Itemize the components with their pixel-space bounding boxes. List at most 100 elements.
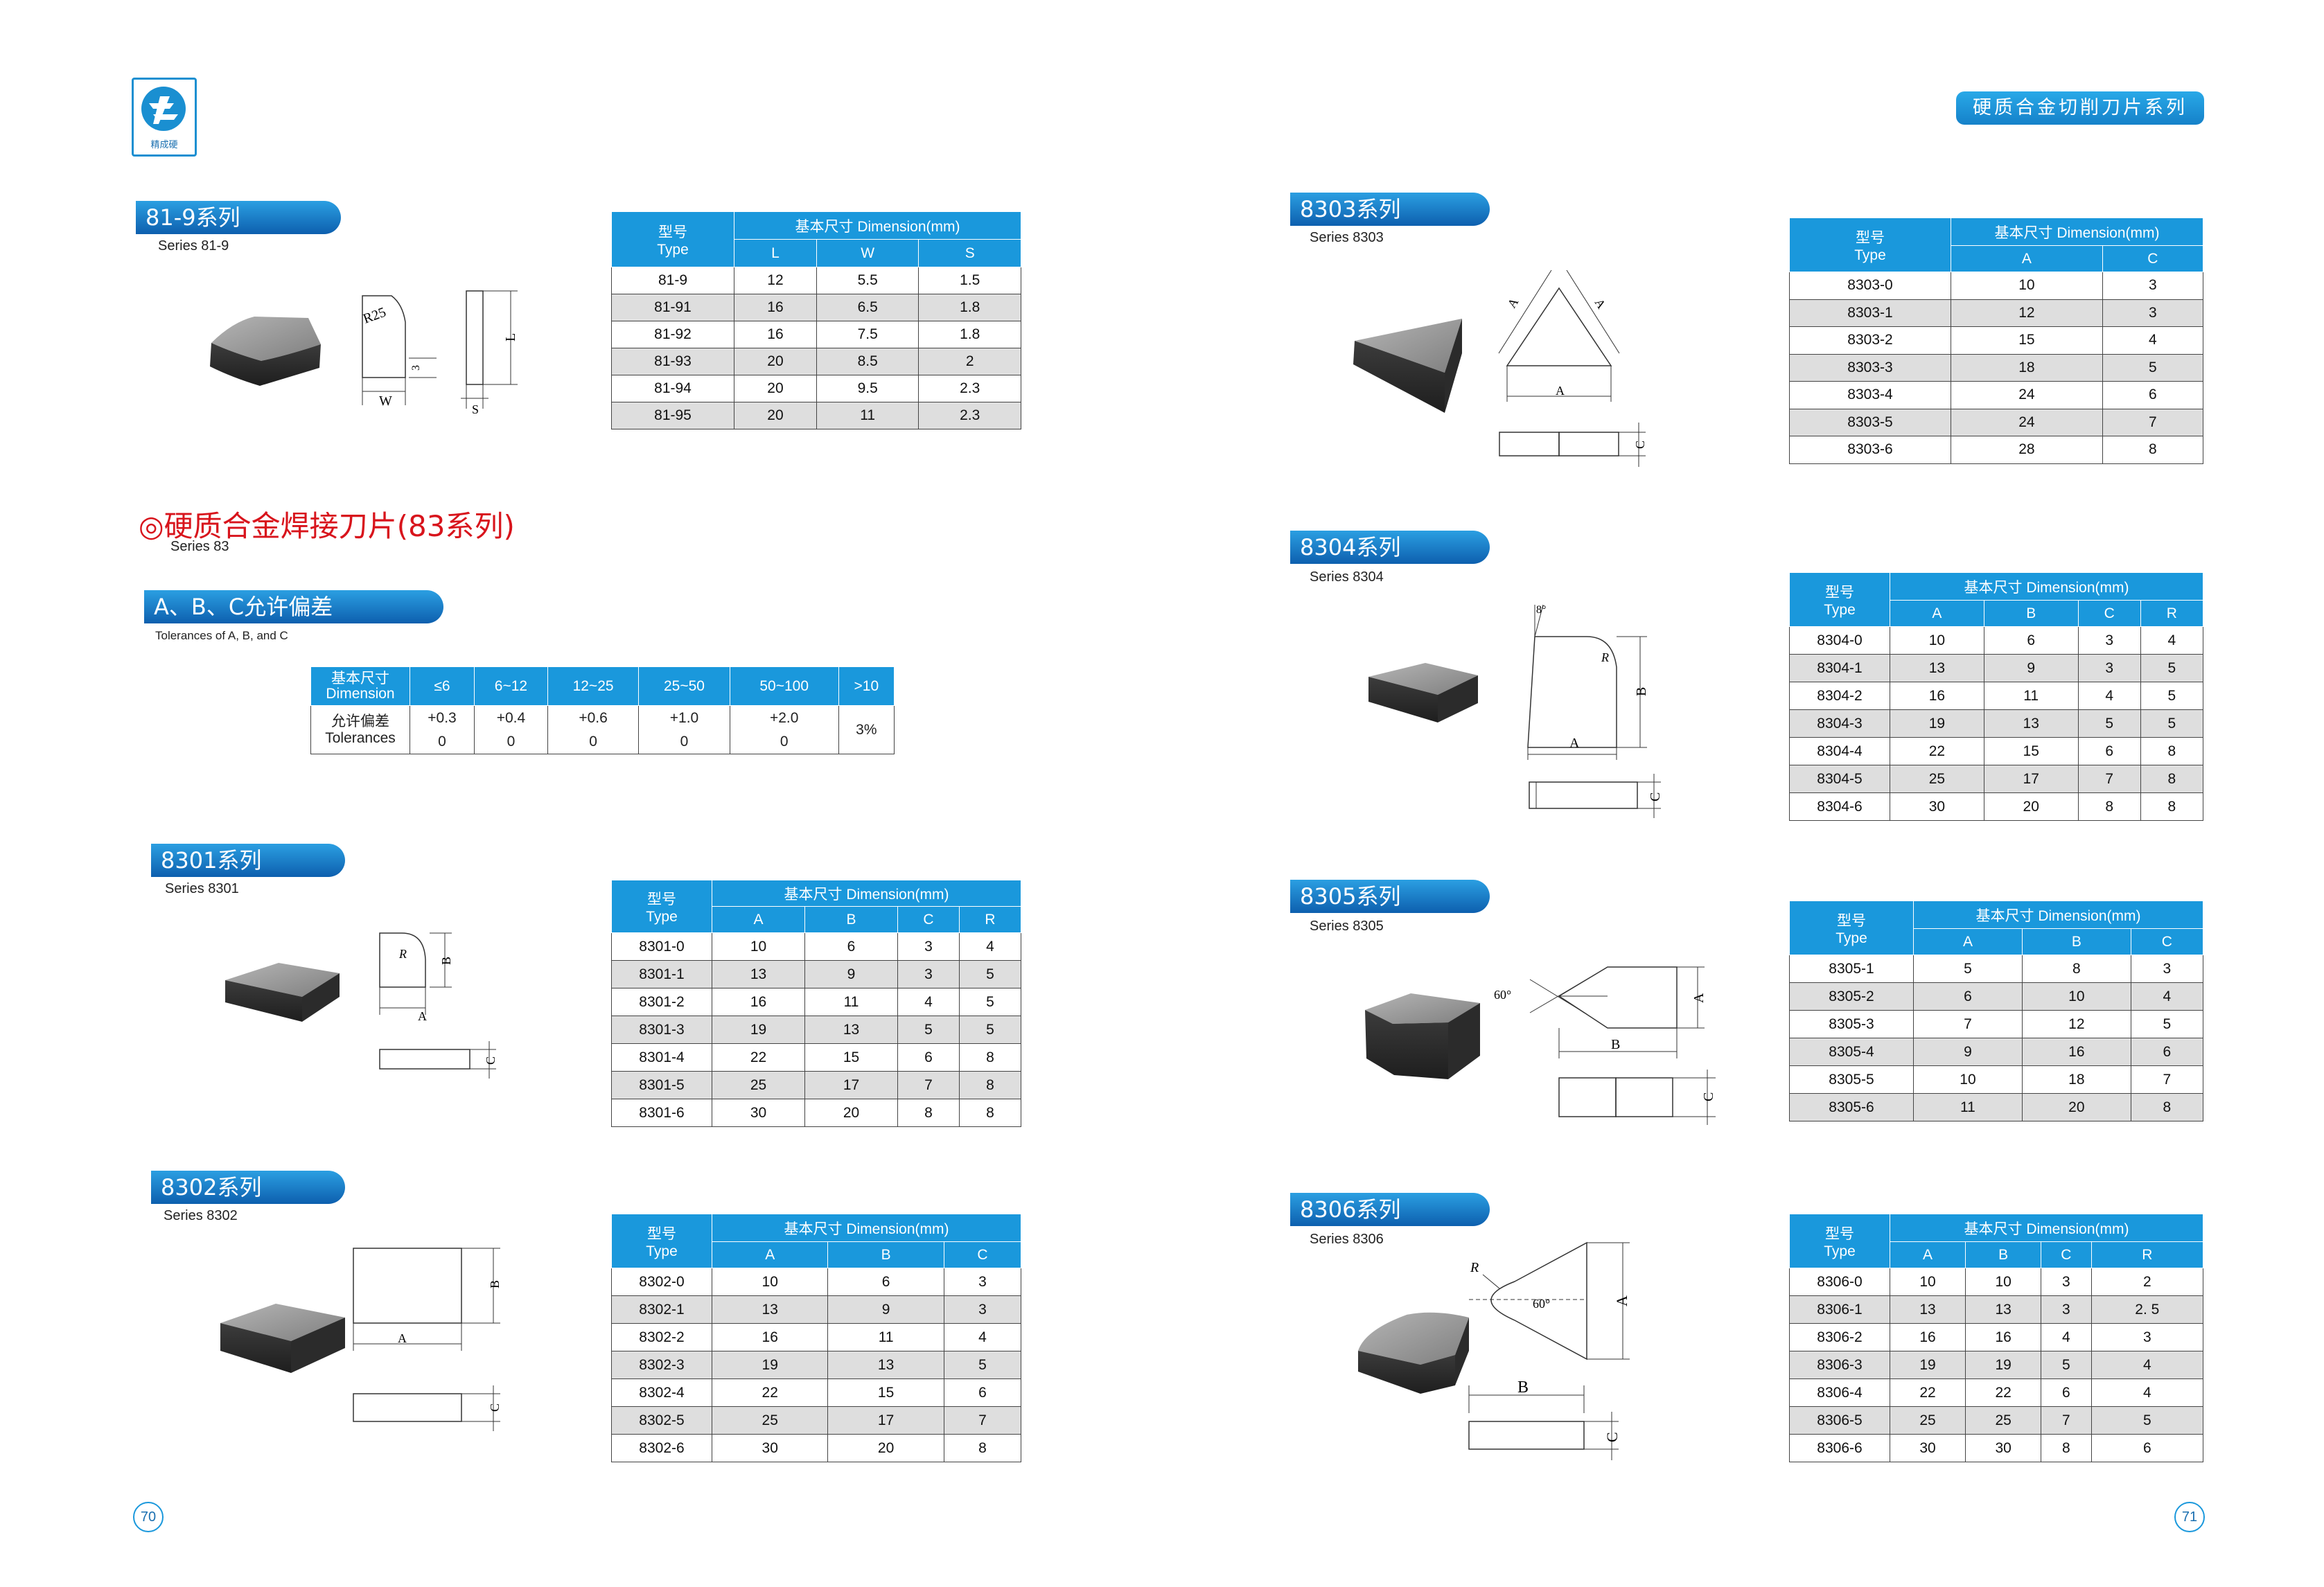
dim-c-label: C xyxy=(484,1056,498,1065)
value-cell: 8 xyxy=(2140,737,2204,765)
logo-text: 精成硬 xyxy=(150,140,178,150)
tol-range: 25~50 xyxy=(638,666,730,706)
type-cell: 8306-1 xyxy=(1789,1295,1890,1324)
col-header: B xyxy=(2021,928,2131,955)
type-cell: 8305-2 xyxy=(1789,982,1914,1011)
value-cell: 3 xyxy=(2077,654,2141,682)
value-cell: 4 xyxy=(2130,982,2204,1011)
section-title-tolerances: A、B、C允许偏差 xyxy=(144,590,443,623)
value-cell: 20 xyxy=(827,1434,944,1462)
section-subtitle-8302: Series 8302 xyxy=(164,1208,238,1223)
dim-b-label: B xyxy=(439,957,453,965)
tol-value-pct: 3% xyxy=(838,705,895,754)
value-cell: 8 xyxy=(943,1434,1022,1462)
type-cell: 8305-6 xyxy=(1789,1093,1914,1121)
value-cell: 8 xyxy=(897,1099,960,1127)
value-cell: 13 xyxy=(1965,1295,2042,1324)
dim-b-label: B xyxy=(1634,687,1649,696)
value-cell: 9 xyxy=(804,960,898,988)
value-cell: 3 xyxy=(2130,955,2204,983)
dim-c-label: C xyxy=(1648,792,1663,801)
value-cell: 16 xyxy=(734,294,817,321)
value-cell: 16 xyxy=(734,321,817,348)
value-cell: 2.3 xyxy=(918,402,1021,429)
value-cell: 2 xyxy=(918,348,1021,375)
value-cell: 7 xyxy=(2077,765,2141,793)
value-cell: 8 xyxy=(2140,792,2204,821)
value-cell: 11 xyxy=(827,1323,944,1351)
section-subtitle-8303: Series 8303 xyxy=(1310,230,1384,245)
dim-a-left-label: A xyxy=(1504,295,1521,310)
value-cell: 25 xyxy=(711,1406,829,1435)
value-cell: 16 xyxy=(1889,1323,1966,1351)
value-cell: 24 xyxy=(1951,408,2103,436)
value-cell: 4 xyxy=(2090,1378,2204,1407)
value-cell: 16 xyxy=(712,988,805,1016)
value-cell: 19 xyxy=(712,1016,805,1044)
dim-r-label: R xyxy=(1470,1260,1479,1275)
section-title-81-9: 81-9系列 xyxy=(136,201,341,234)
value-cell: 6 xyxy=(2077,737,2141,765)
value-cell: 13 xyxy=(712,960,805,988)
value-cell: 3 xyxy=(2102,299,2204,327)
insert-81-9-drawing: W R25 3 S L xyxy=(210,290,518,416)
value-cell: 30 xyxy=(712,1099,805,1127)
value-cell: 25 xyxy=(712,1071,805,1099)
type-cell: 81-9 xyxy=(611,267,734,294)
type-cell: 8305-3 xyxy=(1789,1010,1914,1038)
value-cell: 8 xyxy=(2021,955,2131,983)
value-cell: 25 xyxy=(1965,1406,2042,1435)
value-cell: 25 xyxy=(1890,765,1984,793)
value-cell: 7 xyxy=(2130,1065,2204,1094)
type-cell: 8304-0 xyxy=(1789,626,1890,655)
value-cell: 5 xyxy=(2140,682,2204,710)
dim-a-bottom-label: A xyxy=(1556,384,1565,398)
value-cell: 4 xyxy=(2140,626,2204,655)
dim-a-label: A xyxy=(398,1331,407,1345)
type-cell: 8304-1 xyxy=(1789,654,1890,682)
value-cell: 10 xyxy=(712,932,805,961)
section-subtitle-83: Series 83 xyxy=(170,539,229,554)
col-header: C xyxy=(2102,245,2204,272)
dimension-header: 基本尺寸 Dimension(mm) xyxy=(1951,218,2203,246)
type-cell: 8305-5 xyxy=(1789,1065,1914,1094)
section-subtitle-81-9: Series 81-9 xyxy=(158,238,229,254)
dim-r25-label: R25 xyxy=(361,305,388,327)
value-cell: 30 xyxy=(1889,1434,1966,1462)
insert-8301-drawing: R A B C xyxy=(225,932,498,1079)
type-cell: 81-95 xyxy=(611,402,734,429)
type-cell: 8304-3 xyxy=(1789,709,1890,738)
value-cell: 6 xyxy=(897,1043,960,1072)
col-header: C xyxy=(943,1241,1022,1268)
value-cell: 6 xyxy=(943,1378,1022,1407)
value-cell: 13 xyxy=(1890,654,1984,682)
value-cell: 3 xyxy=(943,1268,1022,1296)
company-logo-icon xyxy=(141,87,186,131)
dim-b-label: B xyxy=(1517,1378,1529,1397)
value-cell: 5 xyxy=(1913,955,2023,983)
value-cell: 3 xyxy=(2077,626,2141,655)
value-cell: 2. 5 xyxy=(2090,1295,2204,1324)
value-cell: 10 xyxy=(1951,272,2103,300)
value-cell: 6 xyxy=(1913,982,2023,1011)
dimension-header: 基本尺寸 Dimension(mm) xyxy=(1913,901,2203,929)
dim-a-label: A xyxy=(1613,1295,1630,1306)
